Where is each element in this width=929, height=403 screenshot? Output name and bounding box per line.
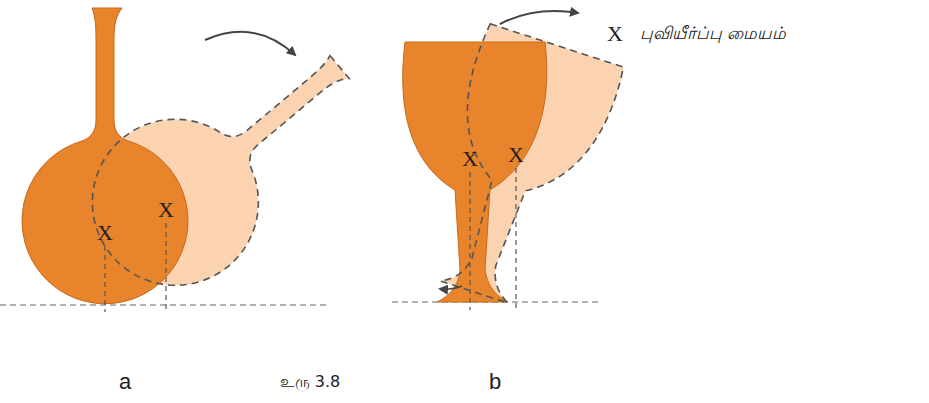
upright-goblet <box>403 42 547 302</box>
gravity-centre-mark: X <box>158 199 174 221</box>
gravity-centre-mark: X <box>97 222 113 244</box>
gravity-centre-mark: X <box>462 148 478 170</box>
gravity-line <box>165 223 166 312</box>
tilted-goblet-outline <box>408 23 625 315</box>
tilt-arrow <box>205 32 295 55</box>
figure-letter: a <box>119 369 131 395</box>
figure-letter: b <box>489 369 501 395</box>
tilted-flask-outline <box>58 2 391 319</box>
tilt-arrow <box>500 11 578 24</box>
gravity-line <box>469 172 470 310</box>
legend-symbol: X <box>607 23 623 45</box>
ground-line <box>0 304 330 305</box>
base-arrow <box>440 286 462 289</box>
gravity-line <box>104 246 105 312</box>
gravity-line <box>515 168 516 310</box>
figure-number: உரு 3.8 <box>280 372 341 393</box>
gravity-centre-mark: X <box>508 144 524 166</box>
legend-text: புவியீர்ப்பு மையம் <box>640 23 786 45</box>
